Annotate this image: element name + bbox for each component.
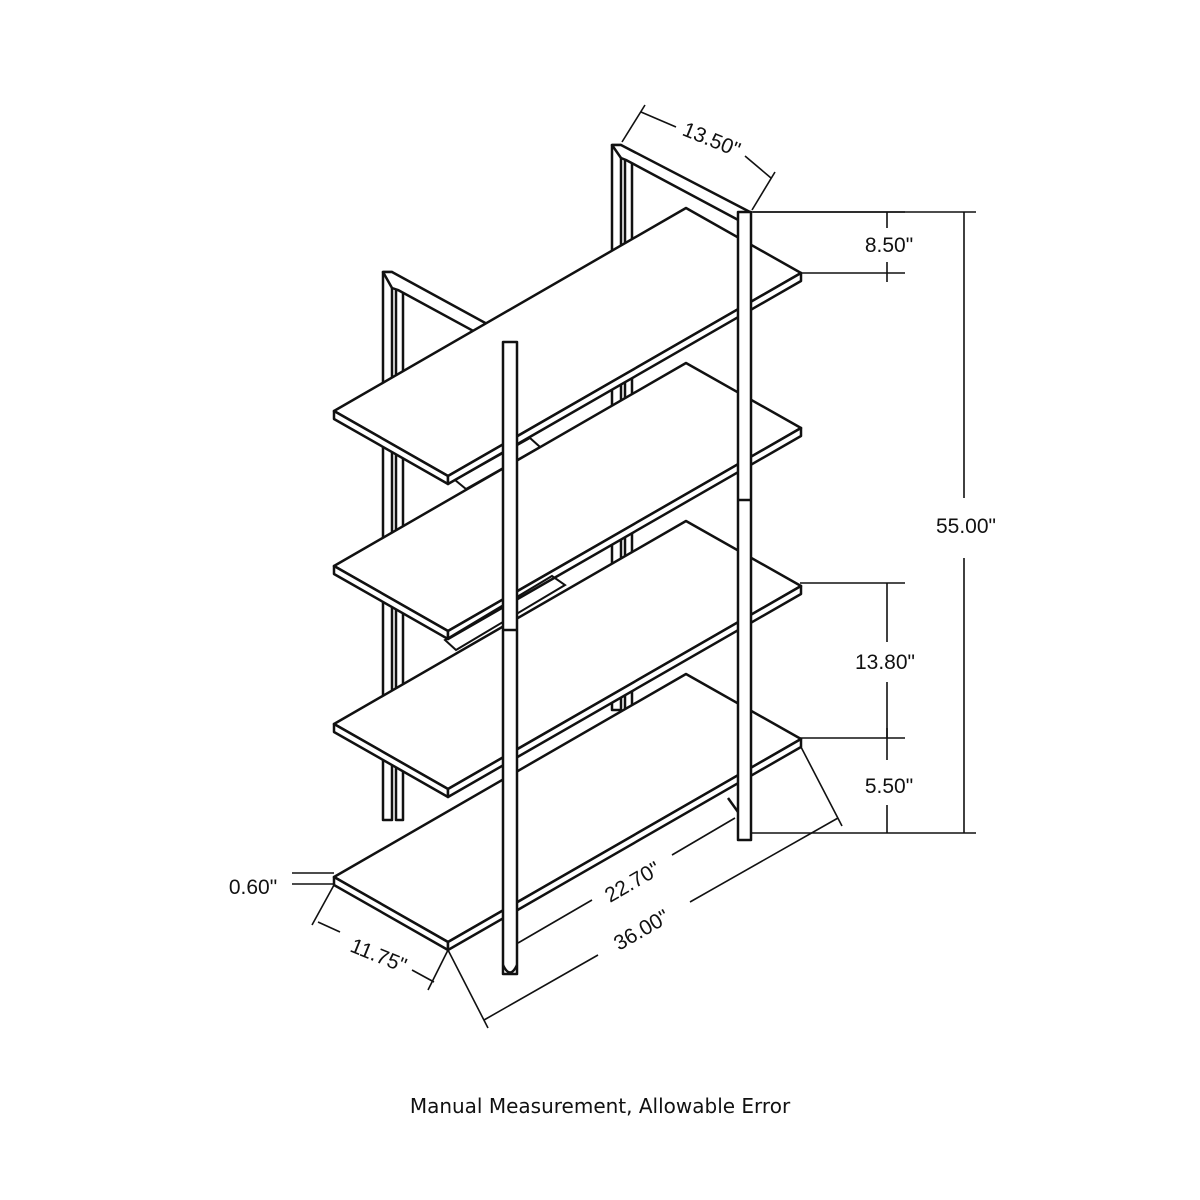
shelf-4-bottom bbox=[332, 672, 803, 952]
caption: Manual Measurement, Allowable Error bbox=[409, 1094, 791, 1118]
label-shelf-depth: 11.75" bbox=[347, 934, 410, 977]
shelf-1 bbox=[332, 206, 803, 491]
front-left-leg bbox=[501, 340, 519, 976]
dimension-height: 55.00" bbox=[752, 211, 996, 834]
label-board-thickness: 0.60" bbox=[229, 876, 277, 899]
label-overall-width: 36.00" bbox=[610, 905, 673, 955]
front-right-leg bbox=[726, 210, 753, 842]
label-height: 55.00" bbox=[936, 515, 996, 538]
dimension-bottom-clearance: 5.50" bbox=[800, 728, 913, 833]
label-top-gap: 8.50" bbox=[865, 234, 913, 257]
shelf-3 bbox=[332, 519, 803, 799]
label-inner-width: 22.70" bbox=[601, 857, 664, 907]
dimension-shelf-spacing: 13.80" bbox=[800, 582, 915, 738]
dimension-board-thickness: 0.60" bbox=[229, 872, 334, 899]
label-bottom-clearance: 5.50" bbox=[865, 775, 913, 798]
label-shelf-spacing: 13.80" bbox=[855, 651, 915, 674]
label-depth-top: 13.50" bbox=[679, 118, 743, 162]
